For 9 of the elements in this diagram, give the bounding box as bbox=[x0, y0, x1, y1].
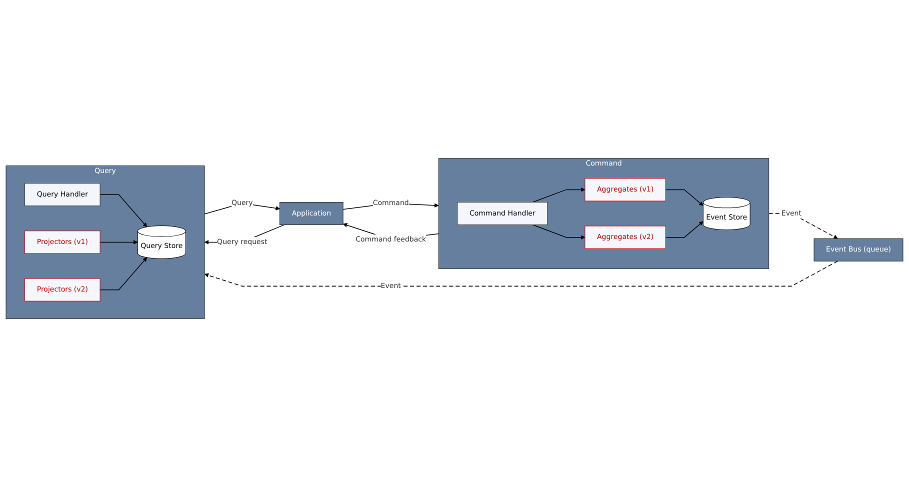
arrow bbox=[204, 260, 838, 287]
arrow bbox=[532, 188, 586, 203]
arrow bbox=[100, 257, 148, 290]
arrow bbox=[665, 189, 704, 206]
arrow bbox=[768, 213, 838, 239]
arrow bbox=[665, 221, 704, 238]
arrow bbox=[100, 240, 138, 244]
arrow bbox=[100, 194, 148, 228]
arrow bbox=[532, 224, 586, 240]
